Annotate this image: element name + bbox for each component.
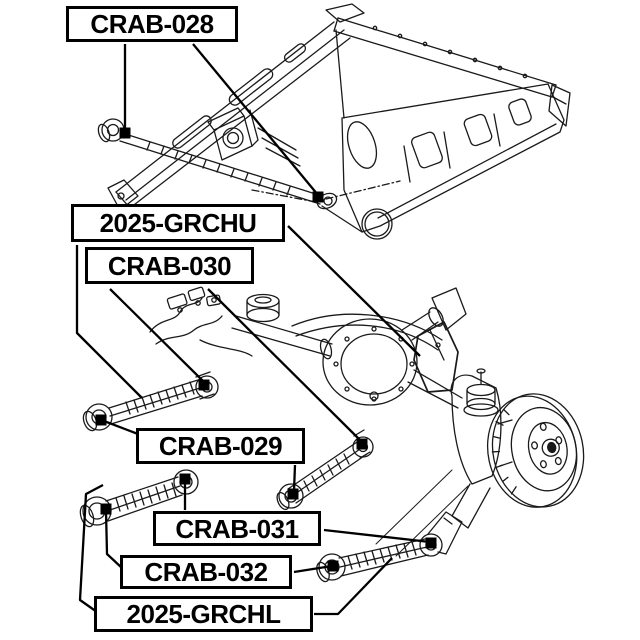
vehicle-subframe-illustration: [107, 3, 571, 240]
leader-lines: [75, 43, 431, 616]
marker-square: [312, 191, 324, 203]
leader-crab-032-b: [293, 564, 333, 574]
part-label-2025-grchu: 2025-GRCHU: [71, 204, 285, 242]
leader-crab-030-a: [109, 288, 205, 383]
pointer-markers: [95, 127, 437, 572]
part-label-crab-031: CRAB-031: [153, 511, 321, 546]
track-bar-illustration: [97, 118, 338, 210]
marker-square: [287, 488, 299, 500]
leader-grchu-b: [287, 225, 421, 357]
marker-square: [198, 379, 210, 391]
part-label-crab-029: CRAB-029: [136, 428, 305, 464]
marker-square: [100, 503, 112, 515]
part-label-crab-028: CRAB-028: [66, 6, 238, 42]
part-label-crab-030: CRAB-030: [85, 247, 254, 284]
leader-crab-028-b: [192, 43, 319, 196]
marker-square: [425, 537, 437, 549]
part-label-crab-032: CRAB-032: [120, 555, 292, 589]
rear-axle-illustration: [149, 286, 513, 557]
leader-grchu-a: [75, 245, 143, 399]
marker-square: [356, 438, 368, 450]
leader-crab-030-b: [207, 288, 362, 442]
brake-disc-illustration: [486, 393, 585, 508]
leader-crab-029-a: [103, 419, 139, 436]
leader-grchl-a: [78, 483, 104, 613]
leader-crab-032-a: [104, 510, 123, 569]
leader-crab-029-b: [292, 464, 297, 492]
leader-crab-031-b: [323, 528, 431, 544]
part-label-2025-grchl: 2025-GRCHL: [94, 596, 313, 632]
marker-square: [179, 473, 191, 485]
marker-square: [119, 127, 131, 139]
marker-square: [95, 414, 107, 426]
leader-grchl-b: [314, 557, 393, 616]
lower-arm-right-illustration: [316, 511, 463, 583]
marker-square: [327, 560, 339, 572]
